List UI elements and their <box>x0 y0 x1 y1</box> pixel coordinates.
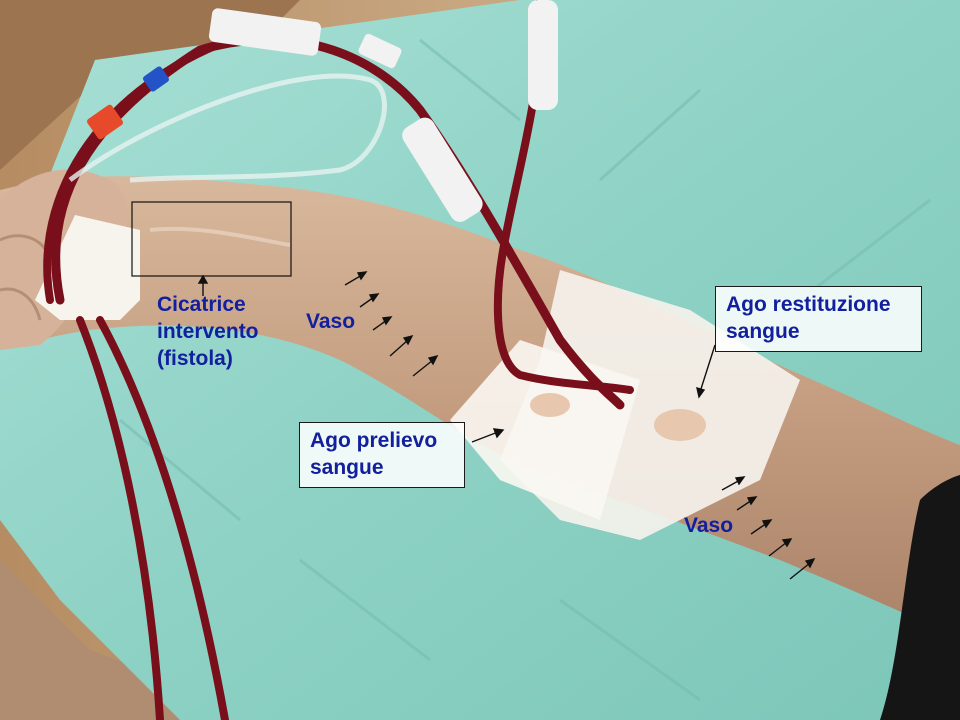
return-needle-line-2: sangue <box>726 320 800 343</box>
vessel-label-lower: Vaso <box>684 512 733 539</box>
draw-needle-arrow <box>471 428 505 443</box>
draw-needle-line-2: sangue <box>310 456 384 479</box>
vessel-arrow-7 <box>736 496 758 511</box>
scar-arrow <box>197 274 209 296</box>
vessel-arrow-1 <box>344 271 368 286</box>
saline-line <box>68 73 387 183</box>
sleeve <box>880 475 960 720</box>
return-needle-line-1: Ago restituzione <box>726 293 891 316</box>
vessel-label-upper-text: Vaso <box>306 310 356 333</box>
vessel-arrow-8 <box>750 519 773 535</box>
vessel-arrow-10 <box>789 557 816 580</box>
draw-needle-label: Ago prelievo sangue <box>299 422 465 488</box>
scar-label: Cicatrice intervento (fistola) <box>157 291 259 372</box>
vessel-arrow-9 <box>768 538 793 557</box>
vessel-arrow-3 <box>372 316 393 331</box>
vessel-arrow-4 <box>389 334 414 357</box>
scar-label-line-3: (fistola) <box>157 347 233 370</box>
return-needle-arrow <box>696 344 716 399</box>
tube-clamps <box>87 0 558 222</box>
draw-needle-line-1: Ago prelievo <box>310 429 438 452</box>
vessel-arrow-6 <box>721 476 746 491</box>
annotation-arrows <box>197 271 816 580</box>
scar-highlight-box <box>131 201 292 277</box>
vessel-label-upper: Vaso <box>306 308 355 335</box>
return-needle-label: Ago restituzione sangue <box>715 286 922 352</box>
vessel-label-lower-text: Vaso <box>684 514 734 537</box>
vessel-arrow-5 <box>412 354 439 377</box>
scar-label-line-1: Cicatrice <box>157 293 246 316</box>
vessel-arrow-2 <box>359 293 380 308</box>
scar-label-line-2: intervento <box>157 320 259 343</box>
